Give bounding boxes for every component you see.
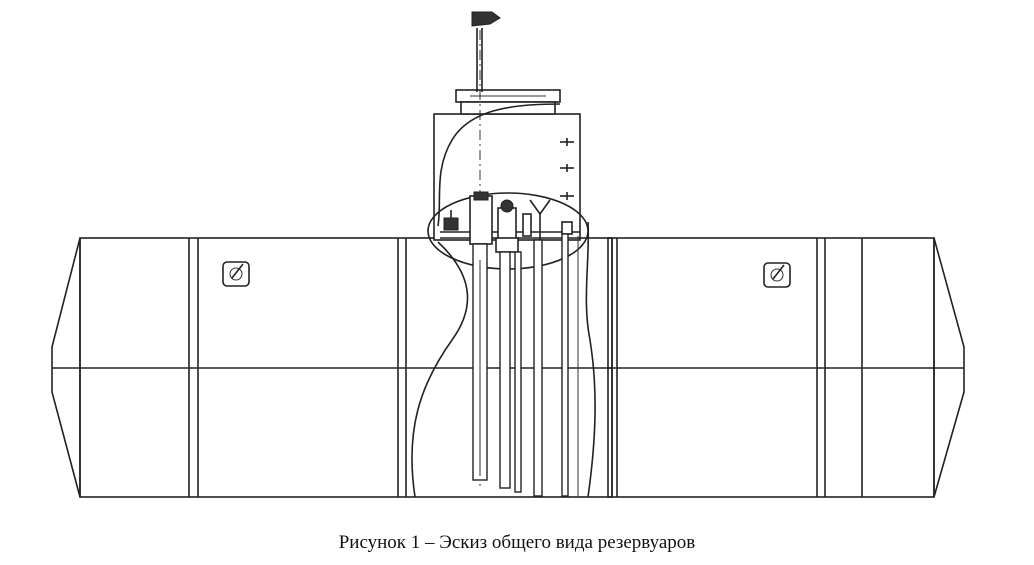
left-tank-body <box>51 237 613 498</box>
internal-pipes <box>472 233 579 497</box>
figure-caption: Рисунок 1 – Эскиз общего вида резервуаро… <box>338 532 696 553</box>
section-cutaway <box>411 103 596 498</box>
valve-handle-icon <box>471 11 501 92</box>
right-tank-body <box>607 237 965 498</box>
right-inspection-plate <box>763 262 791 288</box>
left-inspection-plate <box>222 261 250 287</box>
tank-sketch <box>51 11 965 498</box>
